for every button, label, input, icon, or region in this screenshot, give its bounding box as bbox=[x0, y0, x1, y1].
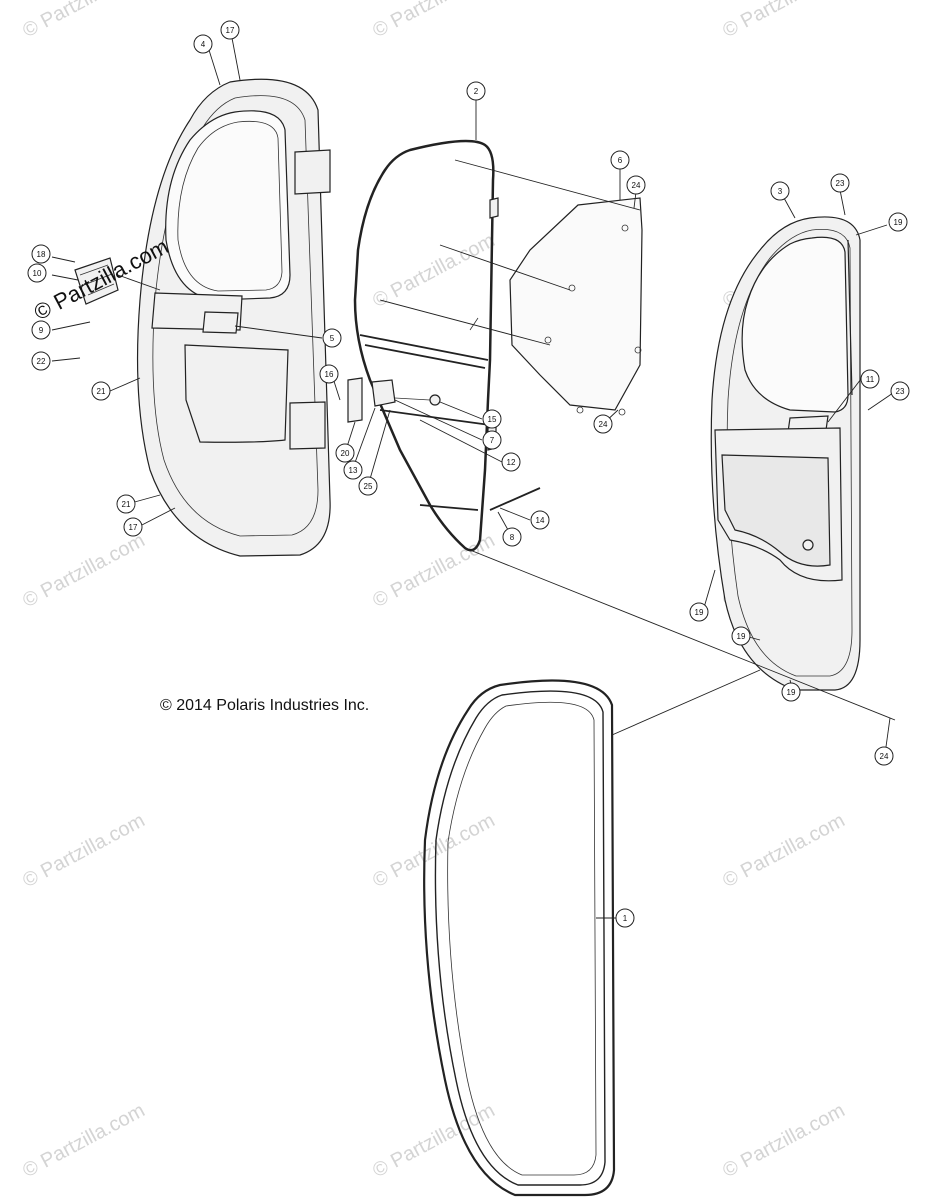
svg-text:23: 23 bbox=[836, 179, 845, 188]
callout-9: 9 bbox=[31, 320, 51, 340]
svg-text:20: 20 bbox=[341, 449, 350, 458]
door-panel-insert bbox=[509, 197, 643, 416]
svg-text:14: 14 bbox=[536, 516, 545, 525]
callout-19: 19 bbox=[689, 602, 709, 622]
callout-7: 7 bbox=[482, 430, 502, 450]
callout-10: 10 bbox=[27, 263, 47, 283]
svg-text:17: 17 bbox=[129, 523, 138, 532]
callout-13: 13 bbox=[343, 460, 363, 480]
svg-text:15: 15 bbox=[488, 415, 497, 424]
callout-3: 3 bbox=[770, 181, 790, 201]
callout-19: 19 bbox=[781, 682, 801, 702]
svg-text:24: 24 bbox=[632, 181, 641, 190]
callout-24: 24 bbox=[626, 175, 646, 195]
svg-text:12: 12 bbox=[507, 458, 516, 467]
callout-16: 16 bbox=[319, 364, 339, 384]
svg-text:19: 19 bbox=[894, 218, 903, 227]
svg-text:19: 19 bbox=[695, 608, 704, 617]
svg-text:19: 19 bbox=[737, 632, 746, 641]
svg-text:8: 8 bbox=[510, 533, 515, 542]
callout-2: 2 bbox=[466, 81, 486, 101]
callout-20: 20 bbox=[335, 443, 355, 463]
callout-24: 24 bbox=[874, 746, 894, 766]
callout-17: 17 bbox=[220, 20, 240, 40]
svg-text:9: 9 bbox=[39, 326, 44, 335]
svg-text:1: 1 bbox=[623, 914, 628, 923]
callout-17: 17 bbox=[123, 517, 143, 537]
svg-text:21: 21 bbox=[97, 387, 106, 396]
svg-text:25: 25 bbox=[364, 482, 373, 491]
svg-text:4: 4 bbox=[201, 40, 206, 49]
hinge-hardware bbox=[347, 377, 541, 511]
svg-text:24: 24 bbox=[599, 420, 608, 429]
svg-text:3: 3 bbox=[778, 187, 783, 196]
callout-23: 23 bbox=[890, 381, 910, 401]
latch-assembly bbox=[74, 257, 161, 305]
door-seal bbox=[423, 679, 616, 1197]
callout-21: 21 bbox=[91, 381, 111, 401]
svg-text:11: 11 bbox=[866, 375, 875, 384]
callout-24: 24 bbox=[593, 414, 613, 434]
callout-19: 19 bbox=[888, 212, 908, 232]
left-door-panel bbox=[136, 78, 331, 557]
svg-text:19: 19 bbox=[787, 688, 796, 697]
svg-text:7: 7 bbox=[490, 436, 495, 445]
callout-15: 15 bbox=[482, 409, 502, 429]
copyright-notice: © 2014 Polaris Industries Inc. bbox=[160, 697, 370, 714]
callout-12: 12 bbox=[501, 452, 521, 472]
callout-8: 8 bbox=[502, 527, 522, 547]
right-door-panel bbox=[710, 216, 861, 691]
svg-text:17: 17 bbox=[226, 26, 235, 35]
svg-text:5: 5 bbox=[330, 334, 335, 343]
callout-25: 25 bbox=[358, 476, 378, 496]
callout-1: 1 bbox=[615, 908, 635, 928]
callout-11: 11 bbox=[860, 369, 880, 389]
callout-4: 4 bbox=[193, 34, 213, 54]
svg-text:6: 6 bbox=[618, 156, 623, 165]
callout-19: 19 bbox=[731, 626, 751, 646]
svg-text:18: 18 bbox=[37, 250, 46, 259]
svg-text:16: 16 bbox=[325, 370, 334, 379]
callout-18: 18 bbox=[31, 244, 51, 264]
callout-22: 22 bbox=[31, 351, 51, 371]
svg-text:23: 23 bbox=[896, 387, 905, 396]
svg-text:22: 22 bbox=[37, 357, 46, 366]
callout-23: 23 bbox=[830, 173, 850, 193]
svg-text:10: 10 bbox=[33, 269, 42, 278]
callout-5: 5 bbox=[322, 328, 342, 348]
svg-text:2: 2 bbox=[474, 87, 479, 96]
callout-6: 6 bbox=[610, 150, 630, 170]
callout-21: 21 bbox=[116, 494, 136, 514]
svg-text:24: 24 bbox=[880, 752, 889, 761]
leader-lines bbox=[51, 37, 896, 919]
callout-14: 14 bbox=[530, 510, 550, 530]
svg-text:13: 13 bbox=[349, 466, 358, 475]
svg-text:21: 21 bbox=[122, 500, 131, 509]
